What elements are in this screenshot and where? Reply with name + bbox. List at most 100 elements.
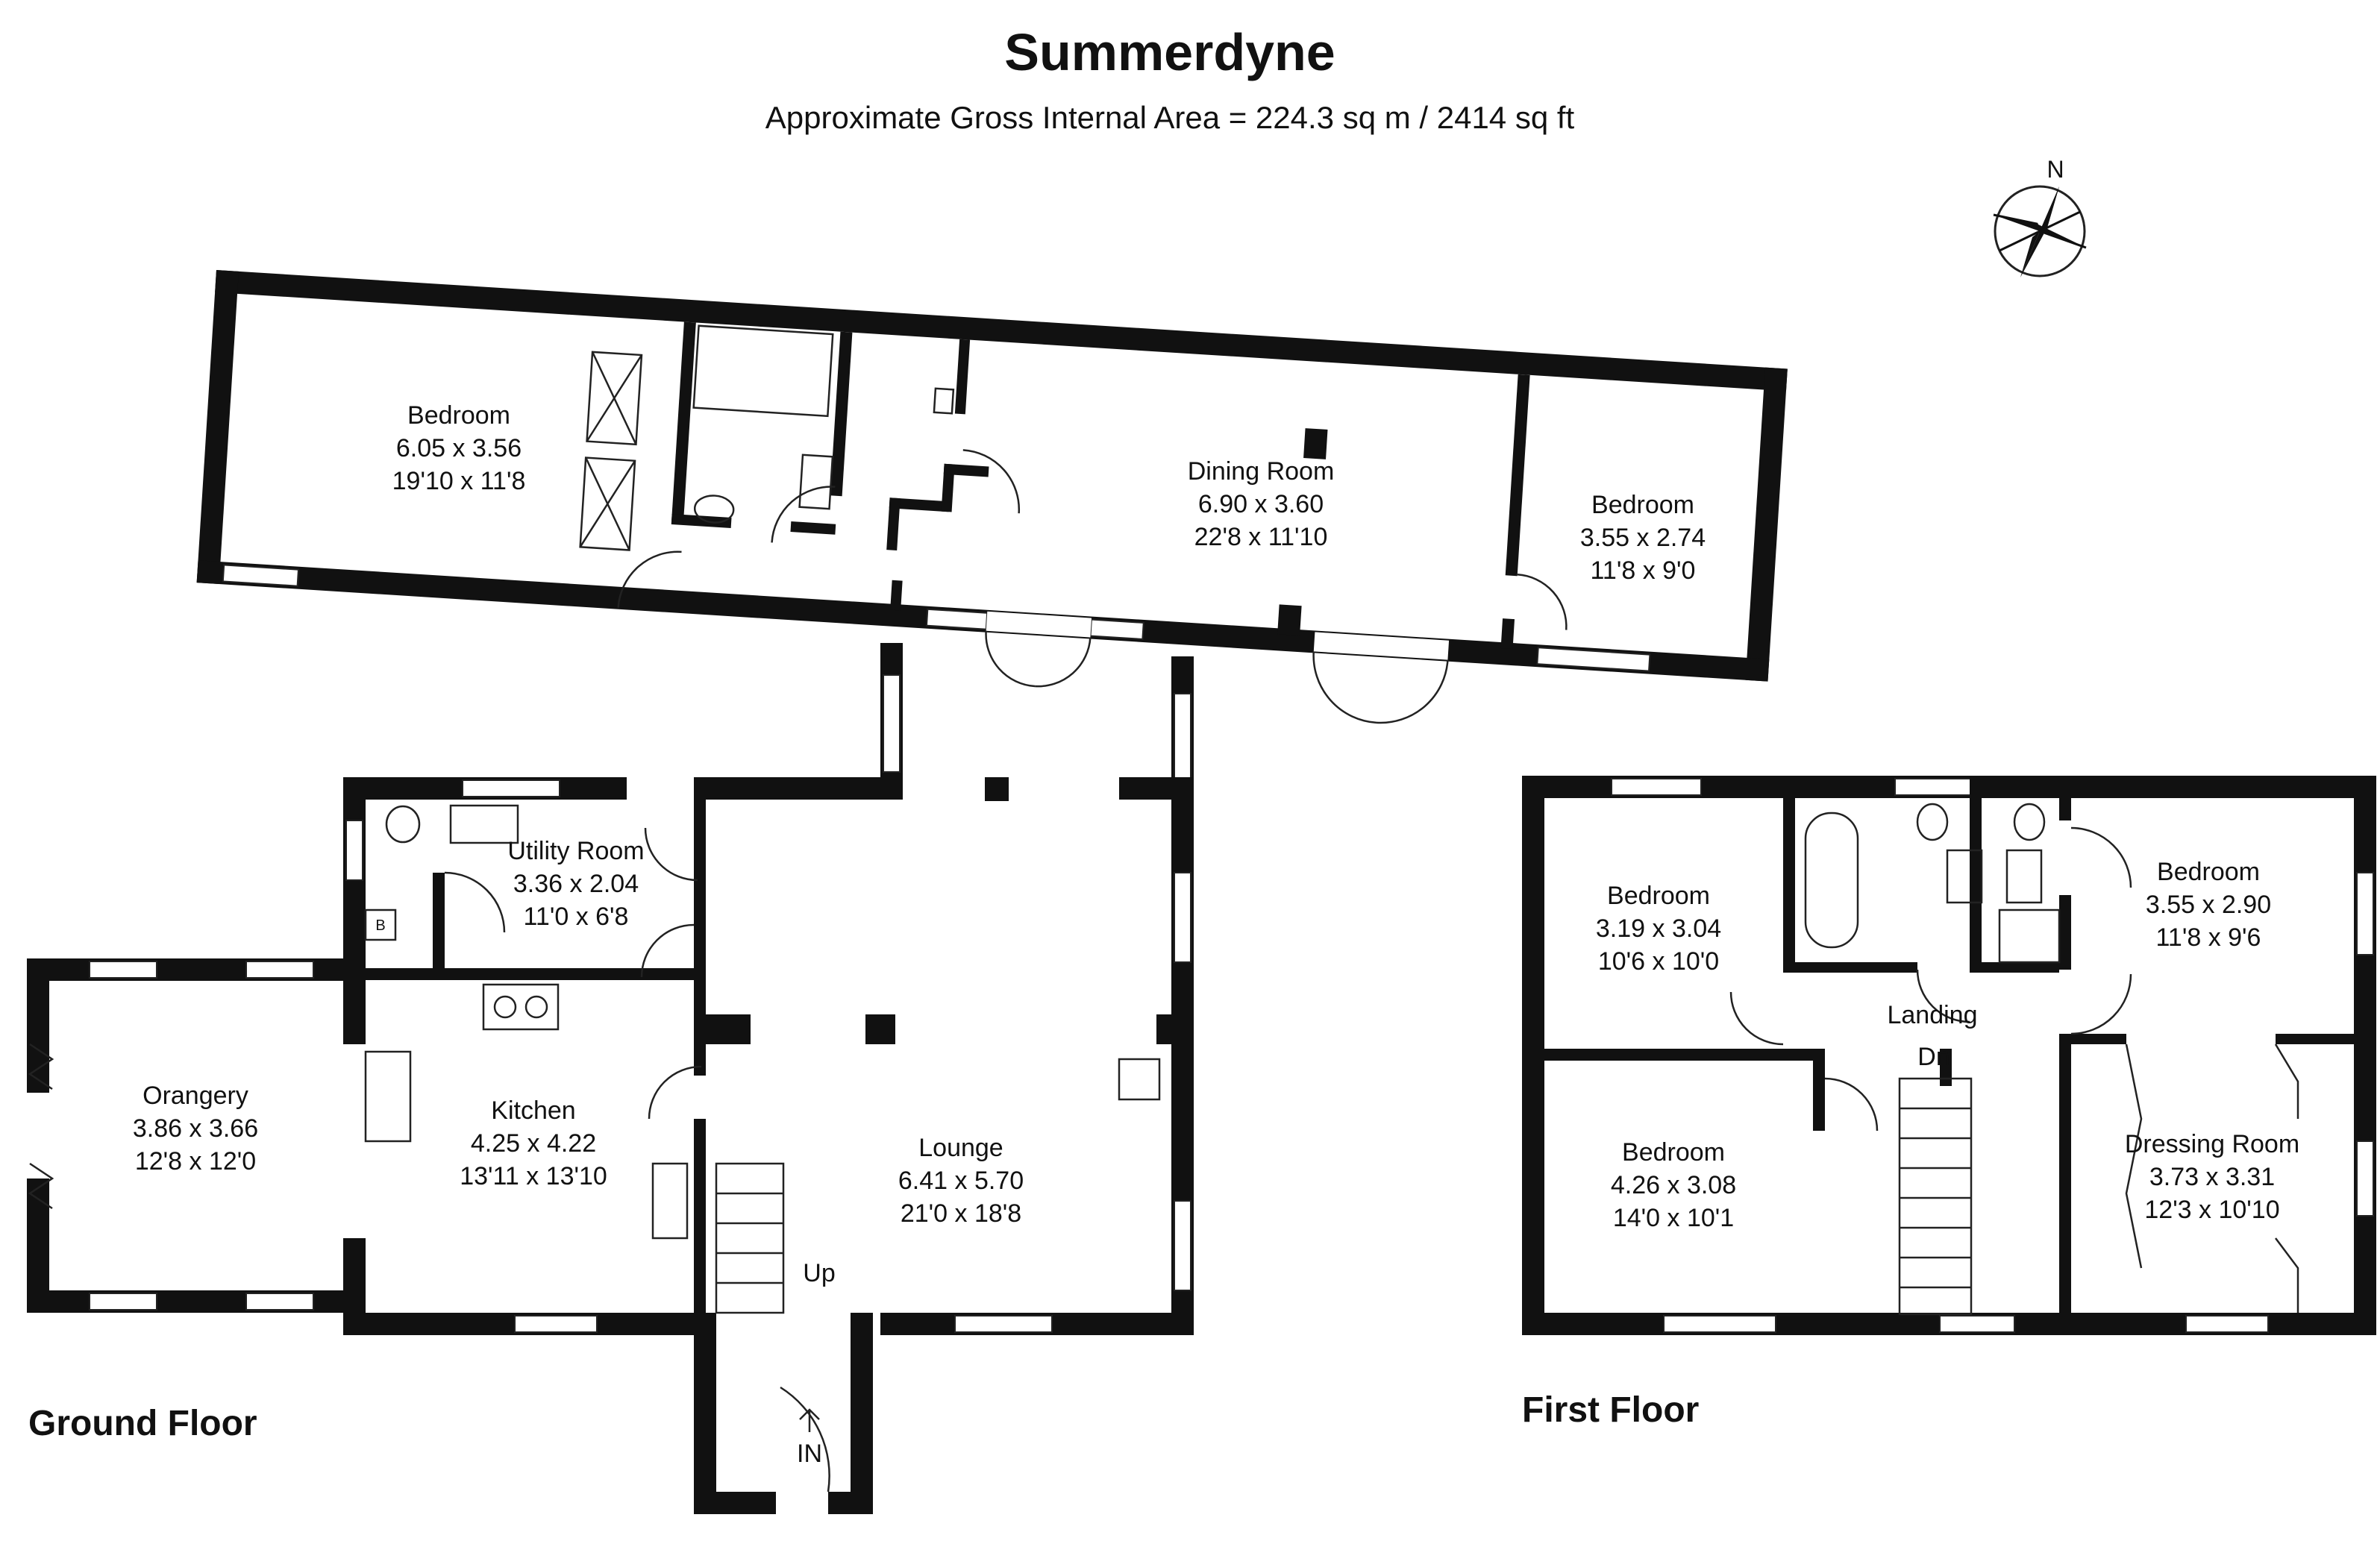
svg-text:Bedroom: Bedroom xyxy=(407,401,510,430)
svg-text:14'0 x 10'1: 14'0 x 10'1 xyxy=(1613,1204,1734,1232)
compass-north-label: N xyxy=(2047,156,2064,183)
svg-text:Bedroom: Bedroom xyxy=(1591,491,1694,519)
svg-text:6.90 x 3.60: 6.90 x 3.60 xyxy=(1198,490,1324,518)
french-door-swing[interactable] xyxy=(983,630,1038,688)
svg-text:19'10 x 11'8: 19'10 x 11'8 xyxy=(392,467,526,495)
wardrobe-door-icon[interactable] xyxy=(2125,1043,2143,1269)
door-swing[interactable] xyxy=(1916,969,1970,1023)
toilet-icon xyxy=(385,805,421,844)
room-dressing: Dressing Room 3.73 x 3.31 12'3 x 10'10 xyxy=(2125,1130,2299,1224)
svg-text:3.86 x 3.66: 3.86 x 3.66 xyxy=(133,1114,258,1143)
svg-text:3.19 x 3.04: 3.19 x 3.04 xyxy=(1596,914,1721,943)
plan-subtitle: Approximate Gross Internal Area = 224.3 … xyxy=(765,100,1575,135)
door-swing[interactable] xyxy=(2070,973,2132,1035)
plan-title: Summerdyne xyxy=(1004,23,1335,81)
first-floor-label: First Floor xyxy=(1522,1390,1699,1430)
room-dining: Dining Room 6.90 x 3.60 22'8 x 11'10 xyxy=(1188,457,1335,551)
svg-text:3.55 x 2.74: 3.55 x 2.74 xyxy=(1580,524,1706,552)
entrance-label: IN xyxy=(797,1440,822,1468)
bathtub-icon xyxy=(1804,812,1859,949)
room-bedroom-first-bottom: Bedroom 4.26 x 3.08 14'0 x 10'1 xyxy=(1611,1138,1736,1232)
room-landing: Landing xyxy=(1887,1001,1977,1029)
compass-rose-icon xyxy=(1993,185,2087,277)
appliance-icon xyxy=(651,1162,689,1240)
french-door-swing[interactable] xyxy=(1376,656,1449,726)
room-bedroom-first-left: Bedroom 3.19 x 3.04 10'6 x 10'0 xyxy=(1596,882,1721,976)
stairs-up-label: Up xyxy=(803,1259,835,1287)
door-swing[interactable] xyxy=(771,483,836,547)
svg-text:12'8 x 12'0: 12'8 x 12'0 xyxy=(135,1147,256,1176)
room-orangery: Orangery 3.86 x 3.66 12'8 x 12'0 xyxy=(133,1082,258,1176)
toilet-icon xyxy=(2013,803,2046,841)
french-door-swing[interactable] xyxy=(1309,651,1380,724)
door-swing[interactable] xyxy=(1729,991,1784,1046)
door-swing[interactable] xyxy=(648,1065,702,1120)
svg-text:21'0 x 18'8: 21'0 x 18'8 xyxy=(901,1199,1021,1228)
shower-tray-icon xyxy=(692,324,834,418)
hob-icon xyxy=(482,983,560,1031)
ground-floor-plan: Bedroom 6.05 x 3.56 19'10 x 11'8 Dining … xyxy=(27,270,1788,1514)
basin-icon xyxy=(798,453,834,510)
bifold-door-icon[interactable] xyxy=(28,1162,54,1210)
basin-icon xyxy=(1946,849,1983,904)
wardrobe-door-icon[interactable] xyxy=(2274,1043,2299,1313)
door-swing[interactable] xyxy=(644,827,698,882)
door-swing[interactable] xyxy=(640,923,695,978)
svg-text:Bedroom: Bedroom xyxy=(1622,1138,1725,1167)
svg-text:6.41 x 5.70: 6.41 x 5.70 xyxy=(898,1167,1024,1195)
svg-text:11'0 x 6'8: 11'0 x 6'8 xyxy=(524,903,629,931)
ground-floor-label: Ground Floor xyxy=(28,1404,257,1443)
svg-text:4.25 x 4.22: 4.25 x 4.22 xyxy=(471,1129,596,1158)
svg-text:12'3 x 10'10: 12'3 x 10'10 xyxy=(2144,1196,2279,1224)
skylight-icon xyxy=(579,456,636,551)
door-swing[interactable] xyxy=(1514,574,1569,630)
basin-icon xyxy=(2005,849,2043,904)
svg-text:3.36 x 2.04: 3.36 x 2.04 xyxy=(513,870,639,898)
svg-text:4.26 x 3.08: 4.26 x 3.08 xyxy=(1611,1171,1736,1199)
top-wing xyxy=(196,270,1788,726)
first-floor-plan: Dn Bedroom 3.19 x 3.04 10'6 x 10'0 Bedro… xyxy=(1522,776,2376,1335)
sink-icon xyxy=(449,804,519,844)
svg-text:Kitchen: Kitchen xyxy=(491,1096,575,1125)
svg-text:Bedroom: Bedroom xyxy=(2157,858,2260,886)
svg-text:Utility Room: Utility Room xyxy=(507,837,644,865)
entrance-arrow-icon xyxy=(799,1408,820,1432)
svg-text:22'8 x 11'10: 22'8 x 11'10 xyxy=(1194,523,1328,551)
room-lounge: Lounge 6.41 x 5.70 21'0 x 18'8 xyxy=(898,1134,1024,1228)
staircase[interactable] xyxy=(1898,1077,1973,1316)
door-swing[interactable] xyxy=(2070,826,2132,888)
boiler-icon xyxy=(364,908,397,941)
svg-text:11'8 x 9'6: 11'8 x 9'6 xyxy=(2156,923,2261,952)
toilet-icon xyxy=(693,495,735,524)
svg-text:Bedroom: Bedroom xyxy=(1607,882,1710,910)
room-utility: Utility Room 3.36 x 2.04 11'0 x 6'8 xyxy=(507,837,644,931)
door-swing[interactable] xyxy=(444,871,506,933)
room-kitchen: Kitchen 4.25 x 4.22 13'11 x 13'10 xyxy=(460,1096,607,1190)
svg-text:3.55 x 2.90: 3.55 x 2.90 xyxy=(2146,891,2271,919)
svg-text:Dressing Room: Dressing Room xyxy=(2125,1130,2299,1158)
boiler-label: B xyxy=(375,917,385,934)
toilet-icon xyxy=(1916,803,1949,841)
svg-text:Orangery: Orangery xyxy=(143,1082,248,1110)
french-door-swing[interactable] xyxy=(1035,634,1092,689)
svg-text:13'11 x 13'10: 13'11 x 13'10 xyxy=(460,1162,607,1190)
room-bedroom-first-right: Bedroom 3.55 x 2.90 11'8 x 9'6 xyxy=(2146,858,2271,952)
door-swing[interactable] xyxy=(959,449,1023,514)
door-swing[interactable] xyxy=(617,548,682,612)
svg-text:3.73 x 3.31: 3.73 x 3.31 xyxy=(2149,1163,2275,1191)
svg-text:Dining Room: Dining Room xyxy=(1188,457,1335,486)
stairs-down-label: Dn xyxy=(1917,1043,1950,1071)
room-bedroom-small: Bedroom 3.55 x 2.74 11'8 x 9'0 xyxy=(1580,491,1706,585)
svg-text:6.05 x 3.56: 6.05 x 3.56 xyxy=(396,434,522,462)
boiler-icon xyxy=(933,387,955,415)
shower-tray-icon xyxy=(1998,908,2061,964)
bifold-door-icon[interactable] xyxy=(28,1043,54,1090)
staircase[interactable] xyxy=(715,1162,785,1314)
room-bedroom-large: Bedroom 6.05 x 3.56 19'10 x 11'8 xyxy=(392,401,526,495)
entrance-door-swing[interactable] xyxy=(780,1386,830,1493)
svg-text:10'6 x 10'0: 10'6 x 10'0 xyxy=(1598,947,1719,976)
door-swing[interactable] xyxy=(1824,1077,1879,1132)
svg-text:11'8 x 9'0: 11'8 x 9'0 xyxy=(1591,556,1696,585)
stove-icon xyxy=(1118,1058,1161,1101)
